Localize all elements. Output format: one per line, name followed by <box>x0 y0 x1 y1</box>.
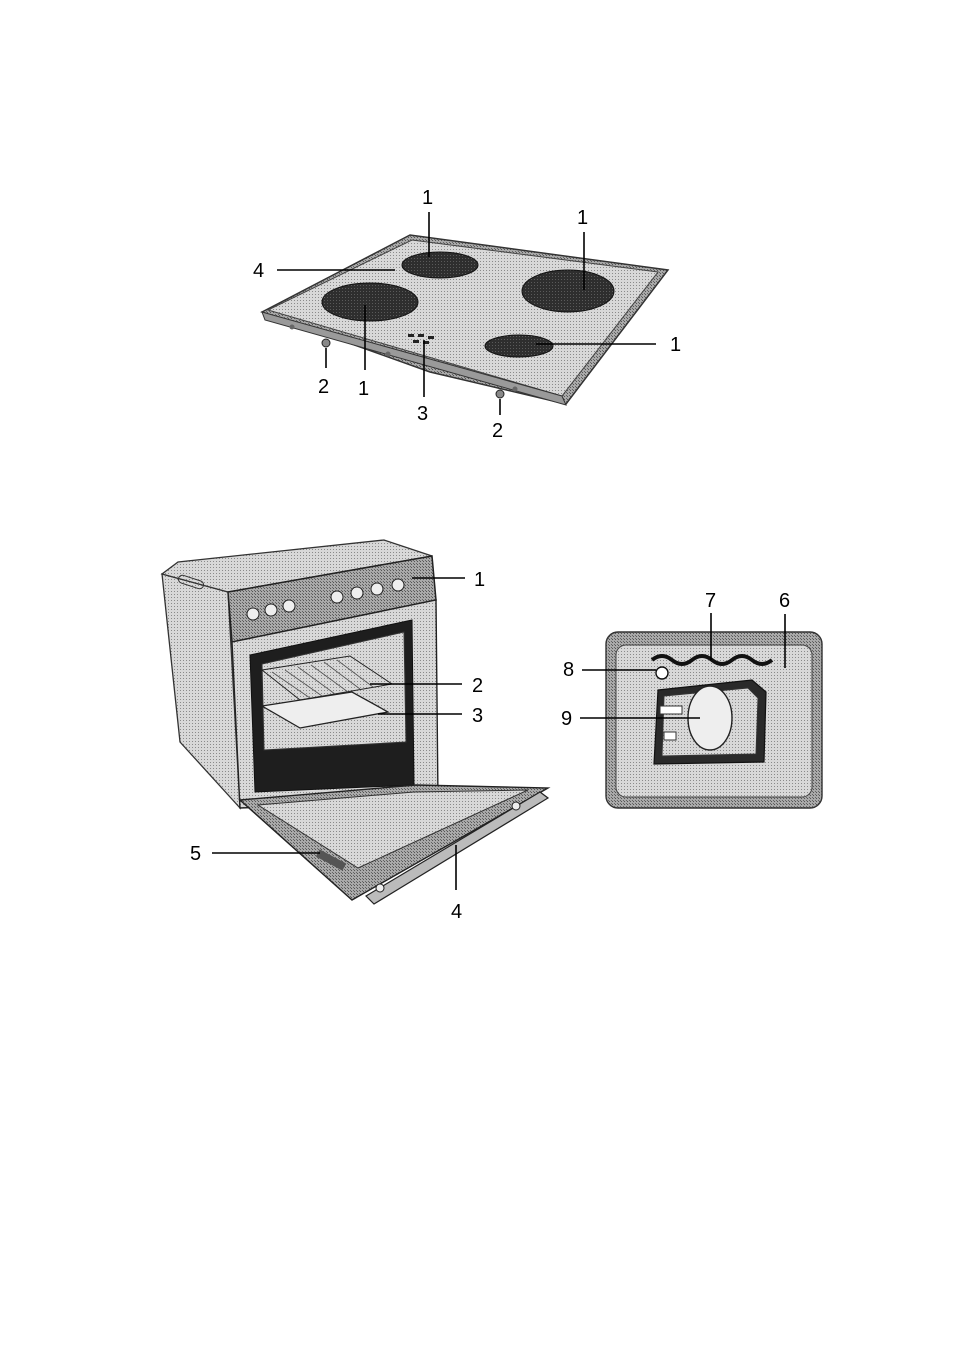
cooking-zone-front-left <box>322 283 418 321</box>
fixing-bracket-left <box>322 339 330 347</box>
screw <box>290 325 295 330</box>
cooking-zone-top <box>402 252 478 278</box>
oven-label-hinge: 5 <box>190 843 201 865</box>
interior-label-lamp: 8 <box>563 659 574 681</box>
screw <box>513 387 518 392</box>
hob-figure: 1 1 4 1 2 1 3 2 <box>253 187 681 442</box>
oven-label-shelf: 2 <box>472 675 483 697</box>
hob-label-zone-top: 1 <box>422 187 433 209</box>
oven-figure: 1 2 3 5 4 <box>162 540 548 923</box>
oven-interior-figure: 7 6 8 9 <box>561 590 822 808</box>
screw <box>386 352 391 357</box>
handle-end <box>376 884 384 892</box>
cooking-zone-right <box>522 270 614 312</box>
hob-label-fixing-right: 2 <box>492 420 503 442</box>
oven-label-control-panel: 1 <box>474 569 485 591</box>
oven-lamp <box>656 667 668 679</box>
hob-label-fixing-left: 2 <box>318 376 329 398</box>
interior-label-fan: 9 <box>561 708 572 730</box>
hob-label-frame: 4 <box>253 260 264 282</box>
fan-vent <box>660 706 682 714</box>
hob-label-indicators: 3 <box>417 403 428 425</box>
cooking-zone-front-right <box>485 335 553 357</box>
fan-vent <box>664 732 676 740</box>
oven-side-panel <box>162 574 240 808</box>
oven-label-tray: 3 <box>472 705 483 727</box>
hob-label-zone-right: 1 <box>577 207 588 229</box>
handle-end <box>512 802 520 810</box>
fixing-bracket-right <box>496 390 504 398</box>
interior-label-wall: 6 <box>779 590 790 612</box>
oven-label-door: 4 <box>451 901 462 923</box>
interior-label-heating-element: 7 <box>705 590 716 612</box>
hob-label-zone-front-right: 1 <box>670 334 681 356</box>
hob-label-zone-front-left: 1 <box>358 378 369 400</box>
